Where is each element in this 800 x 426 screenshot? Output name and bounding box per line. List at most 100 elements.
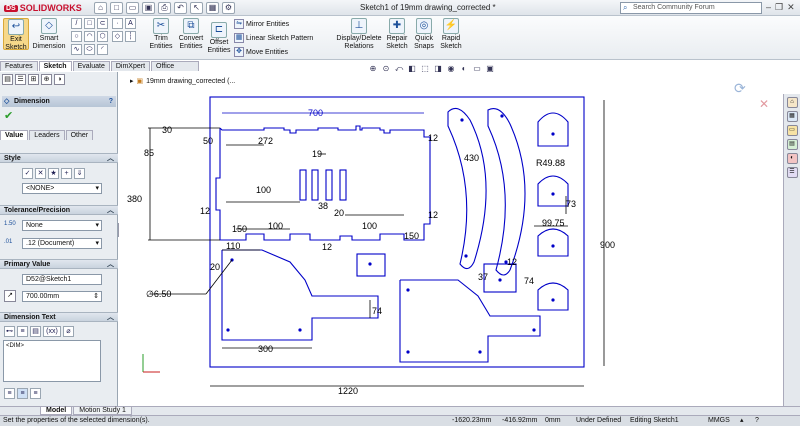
- dimension-272[interactable]: 272: [258, 136, 273, 146]
- dimension-20-b[interactable]: 20: [210, 262, 220, 272]
- solidworks-logo[interactable]: DS SOLIDWORKS: [4, 2, 82, 14]
- undo-icon[interactable]: ↶: [174, 2, 187, 14]
- exit-sketch-button[interactable]: ↩ Exit Sketch: [3, 18, 29, 51]
- options-gear-icon[interactable]: ⚙: [222, 2, 235, 14]
- property-manager-icon[interactable]: ☰: [15, 74, 26, 85]
- apply-style-icon[interactable]: ✓: [22, 168, 33, 179]
- trim-entities-button[interactable]: ✂ Trim Entities: [146, 18, 176, 50]
- dimension-100-c[interactable]: 100: [362, 221, 377, 231]
- offset-entities-button[interactable]: ⊏ Offset Entities: [206, 22, 232, 54]
- display-style-icon[interactable]: ◨: [434, 64, 442, 73]
- dimension-73[interactable]: 73: [566, 199, 576, 209]
- save-style-icon[interactable]: ★: [48, 168, 59, 179]
- dimension-110[interactable]: 110: [226, 241, 240, 251]
- dimension-12-d[interactable]: 12: [322, 242, 332, 252]
- dimension-85[interactable]: 85: [144, 148, 154, 158]
- rectangle-icon[interactable]: □: [84, 18, 95, 29]
- mirror-entities-button[interactable]: ⇋ Mirror Entities: [234, 19, 289, 29]
- tab-motion-study-1[interactable]: Motion Study 1: [73, 407, 132, 415]
- dimension-700[interactable]: 700: [308, 108, 323, 118]
- dimension-900[interactable]: 900: [600, 240, 615, 250]
- previous-view-icon[interactable]: ⤺: [394, 64, 404, 73]
- smart-dimension-button[interactable]: ◇ Smart Dimension: [31, 18, 67, 50]
- home-icon[interactable]: ⌂: [94, 2, 107, 14]
- help-icon[interactable]: ?: [108, 98, 113, 105]
- save-icon[interactable]: ▣: [142, 2, 155, 14]
- arc-icon[interactable]: ◠: [84, 31, 95, 42]
- circle-icon[interactable]: ○: [71, 31, 82, 42]
- file-explorer-icon[interactable]: ▭: [786, 125, 798, 136]
- line-icon[interactable]: /: [71, 18, 82, 29]
- dimension-12-e[interactable]: 12: [507, 257, 517, 267]
- dimension-150-b[interactable]: 150: [404, 231, 419, 241]
- tab-features[interactable]: Features: [0, 61, 38, 71]
- dimension-value-field[interactable]: 700.00mm ⇕: [22, 291, 102, 302]
- dimension-380[interactable]: 380: [127, 194, 142, 204]
- convert-entities-button[interactable]: ⧉ Convert Entities: [176, 18, 206, 50]
- design-library-icon[interactable]: ▦: [786, 111, 798, 122]
- dimension-30[interactable]: 30: [162, 125, 172, 135]
- move-entities-button[interactable]: ✥ Move Entities: [234, 47, 288, 57]
- subtab-value[interactable]: Value: [0, 130, 29, 140]
- dimension-37[interactable]: 37: [478, 272, 488, 282]
- subtab-leaders[interactable]: Leaders: [29, 130, 65, 140]
- dimension-150-a[interactable]: 150: [232, 224, 247, 234]
- help-status-icon[interactable]: ?: [755, 417, 759, 424]
- dimension-r49-88[interactable]: R49.88: [536, 158, 565, 168]
- confirmation-corner-accept-icon[interactable]: ⟳: [734, 80, 746, 96]
- slot-icon[interactable]: ⊂: [97, 18, 108, 29]
- ok-checkmark-icon[interactable]: ✔: [4, 110, 14, 122]
- load-style-icon[interactable]: ⇓: [74, 168, 85, 179]
- dimension-12-b[interactable]: 12: [200, 206, 210, 216]
- linear-sketch-pattern-button[interactable]: ▦ Linear Sketch Pattern: [234, 33, 313, 43]
- add-style-icon[interactable]: +: [61, 168, 72, 179]
- confirmation-corner-cancel-icon[interactable]: ✕: [759, 97, 770, 111]
- select-icon[interactable]: ↖: [190, 2, 203, 14]
- configuration-manager-icon[interactable]: ⊞: [28, 74, 39, 85]
- resources-icon[interactable]: ⌂: [786, 97, 798, 108]
- tab-evaluate[interactable]: Evaluate: [72, 61, 110, 71]
- align-left-icon[interactable]: ≡: [4, 388, 15, 399]
- hide-show-icon[interactable]: ◉: [447, 64, 455, 73]
- dimension-20-a[interactable]: 20: [334, 208, 344, 218]
- centerline-icon[interactable]: ┆: [125, 31, 136, 42]
- spline-icon[interactable]: ∿: [71, 44, 82, 55]
- zoom-area-icon[interactable]: ⊙: [382, 64, 390, 73]
- fillet-icon[interactable]: ◜: [97, 44, 108, 55]
- close-icon[interactable]: ✕: [787, 2, 795, 12]
- display-delete-relations-button[interactable]: ⊥ Display/Delete Relations: [334, 18, 384, 50]
- precision-select[interactable]: .12 (Document) ▾: [22, 238, 102, 249]
- dimxpert-manager-icon[interactable]: ⊕: [41, 74, 52, 85]
- dimension-50[interactable]: 50: [203, 136, 213, 146]
- dimension-38[interactable]: 38: [318, 201, 328, 211]
- dimension-300[interactable]: 300: [258, 344, 273, 354]
- align-center-icon[interactable]: ≡: [17, 388, 28, 399]
- dimension-74-a[interactable]: 74: [524, 276, 534, 286]
- open-folder-icon[interactable]: ▭: [126, 2, 139, 14]
- feature-tree-flyout[interactable]: ▸ ▣ 19mm drawing_corrected (...: [130, 77, 235, 86]
- tab-sketch[interactable]: Sketch: [38, 61, 72, 71]
- zoom-to-fit-icon[interactable]: ⊕: [369, 64, 377, 73]
- dimension-100-b[interactable]: 100: [268, 221, 283, 231]
- polygon-icon[interactable]: ⬡: [97, 31, 108, 42]
- tab-model[interactable]: Model: [40, 407, 73, 415]
- dimension-74-b[interactable]: 74: [372, 306, 382, 316]
- dimension-1220[interactable]: 1220: [338, 386, 358, 396]
- dimension-12-c[interactable]: 12: [428, 210, 438, 220]
- graphics-area[interactable]: [119, 72, 783, 414]
- dimension-text-area[interactable]: <DIM>: [3, 340, 101, 382]
- display-manager-icon[interactable]: ◑: [54, 74, 65, 85]
- view-palette-icon[interactable]: ▤: [786, 139, 798, 150]
- point-icon[interactable]: ·: [112, 18, 123, 29]
- search-input[interactable]: ⌕ Search Community Forum: [620, 2, 762, 14]
- dimension-430[interactable]: 430: [464, 153, 479, 163]
- units-chevron-icon[interactable]: ▴: [740, 417, 744, 424]
- rapid-sketch-button[interactable]: ⚡ Rapid Sketch: [438, 18, 464, 50]
- ellipse-icon[interactable]: ⬭: [84, 44, 95, 55]
- scene-icon[interactable]: ▭: [473, 64, 481, 73]
- text-align-icon[interactable]: ≡: [17, 326, 28, 337]
- text-position-icon[interactable]: ⊷: [4, 326, 15, 337]
- plane-icon[interactable]: ◇: [112, 31, 123, 42]
- style-section-header[interactable]: Style︿: [0, 153, 118, 163]
- dimension-diameter-6-50[interactable]: ∅6.50: [146, 289, 171, 299]
